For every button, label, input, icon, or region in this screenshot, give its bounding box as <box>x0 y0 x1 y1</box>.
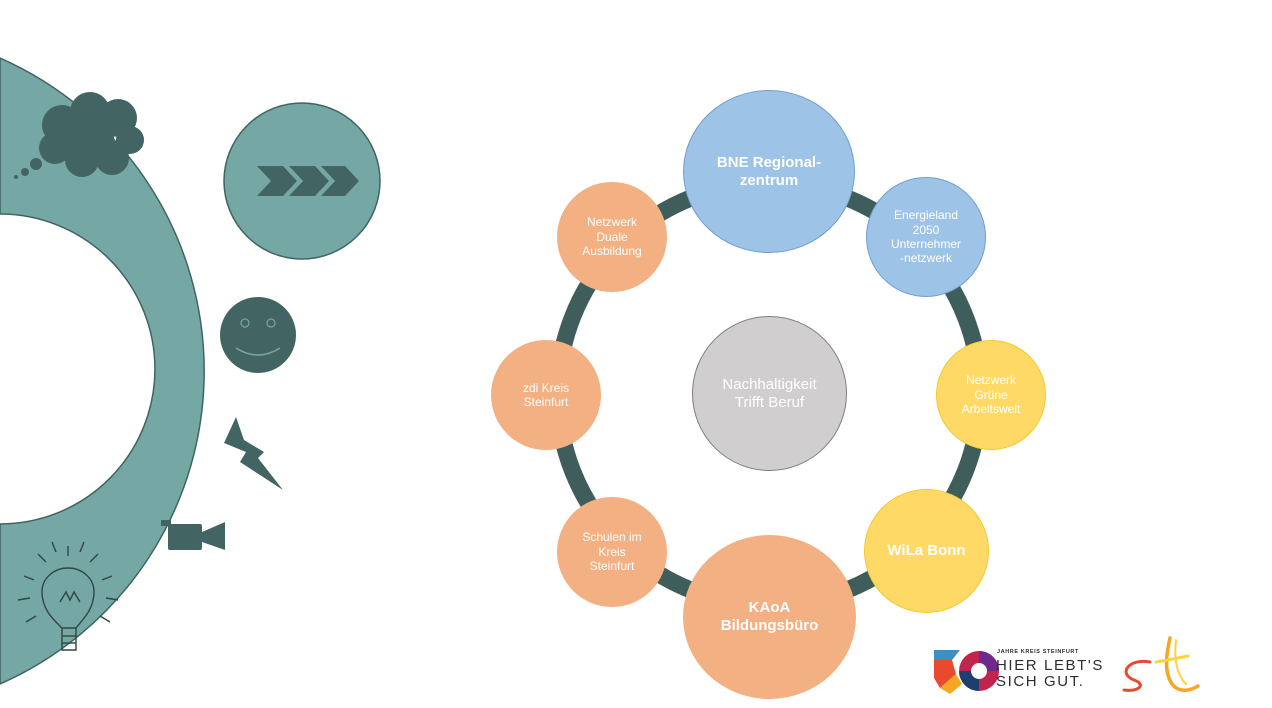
logo-tagline: JAHRE KREIS STEINFURT <box>997 649 1079 655</box>
node-energieland-2050: Energieland 2050 Unternehmer -netzwerk <box>866 177 986 297</box>
node-netzwerk-gruene-arbeitswelt: Netzwerk Grüne Arbeitswelt <box>936 340 1046 450</box>
logo-slogan-line-1: HIER LEBT'S <box>996 657 1104 674</box>
light-bulb-icon <box>17 541 119 651</box>
node-netzwerk-duale-ausbildung: Netzwerk Duale Ausbildung <box>557 182 667 292</box>
forward-arrows-icon <box>223 102 381 260</box>
steinfurt-st-mark <box>1122 636 1200 692</box>
node-wila-bonn: WiLa Bonn <box>864 489 989 613</box>
node-schulen-im-kreis-steinfurt: Schulen im Kreis Steinfurt <box>557 497 667 607</box>
video-camera-icon <box>161 520 225 550</box>
node-bne-regionalzentrum: BNE Regional- zentrum <box>683 90 855 253</box>
node-zdi-kreis-steinfurt: zdi Kreis Steinfurt <box>491 340 601 450</box>
kreis-steinfurt-logo <box>934 636 1200 694</box>
node-kaoa-bildungsbuero: KAoA Bildungsbüro <box>683 535 856 699</box>
jubilee-50-mark <box>934 650 999 694</box>
thought-cloud-icon <box>14 92 144 179</box>
lightning-icon <box>224 417 283 490</box>
smiley-icon <box>220 297 296 373</box>
ring-shape <box>0 57 205 685</box>
logo-slogan-line-2: SICH GUT. <box>996 673 1085 690</box>
center-node: Nachhaltigkeit Trifft Beruf <box>692 316 847 471</box>
